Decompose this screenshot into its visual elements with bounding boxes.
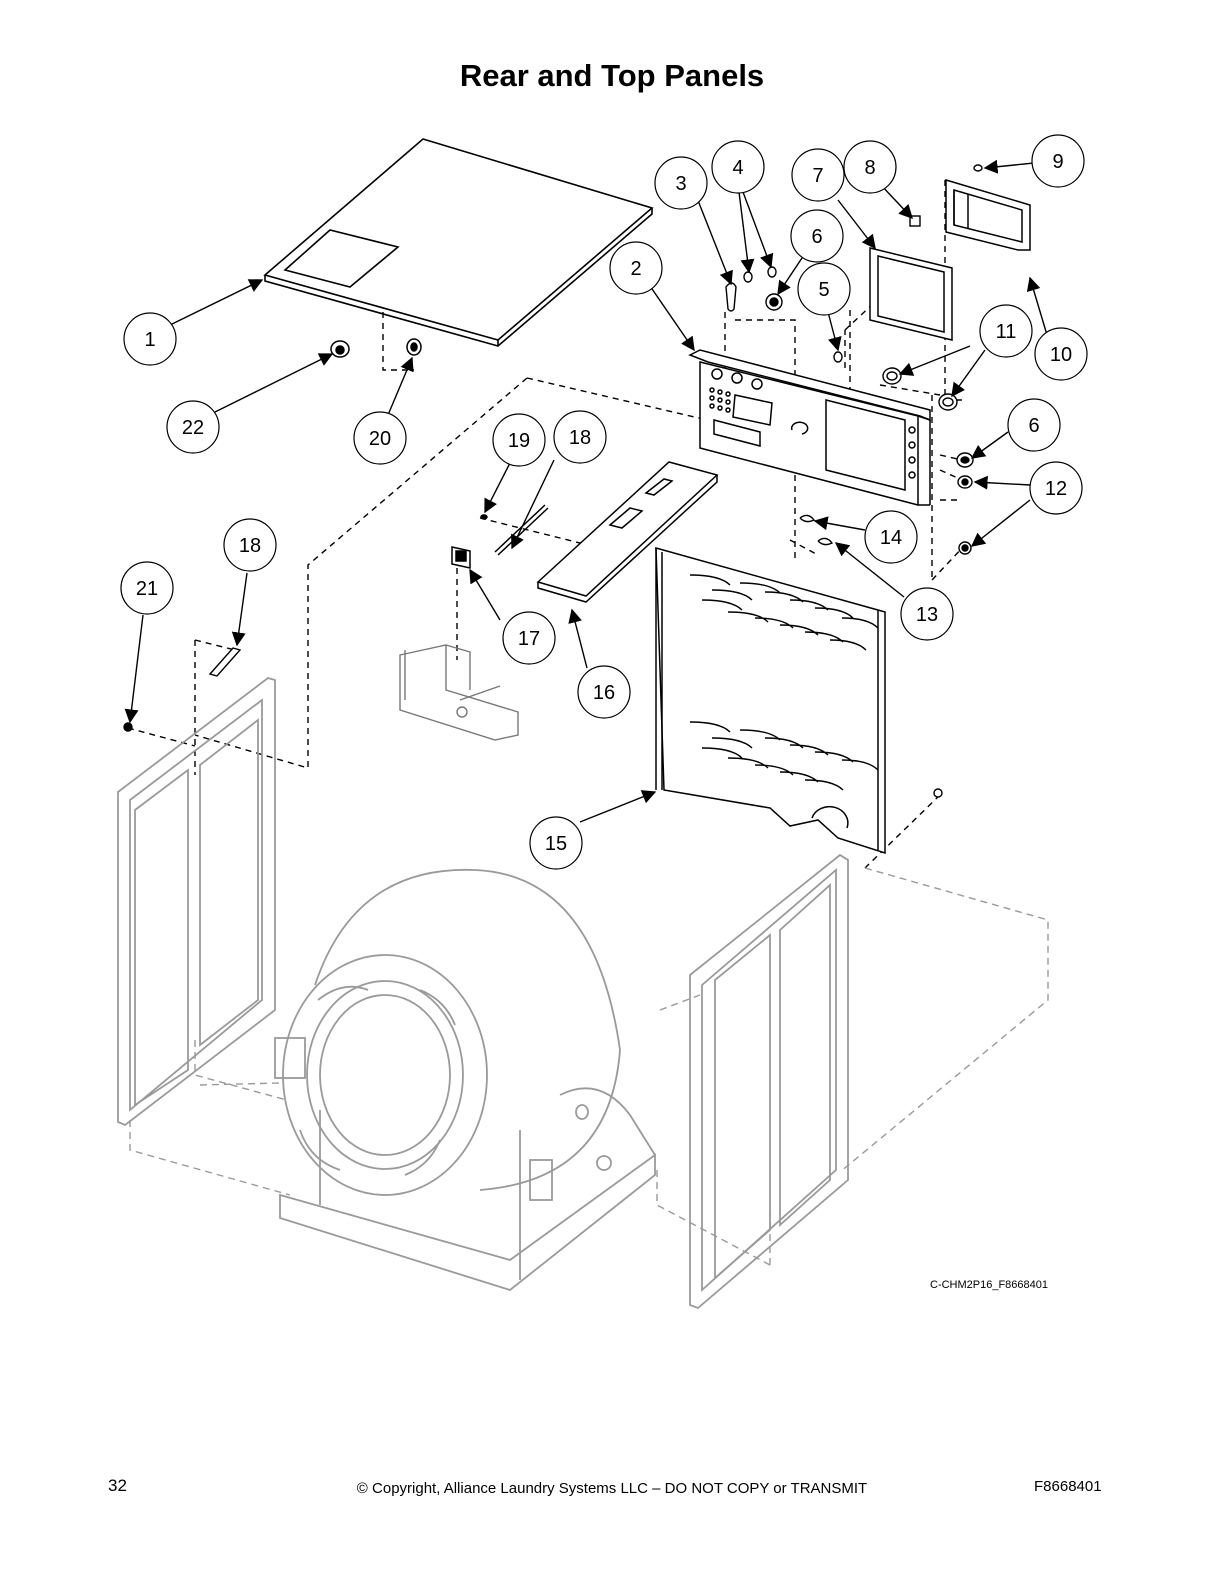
callout-circle <box>502 611 556 665</box>
callout-2: 2 <box>609 241 663 295</box>
callout-circle <box>123 312 177 366</box>
callout-circle <box>1029 461 1083 515</box>
callout-number: 17 <box>518 628 540 650</box>
callout-21: 21 <box>120 561 174 615</box>
callout-circle <box>553 410 607 464</box>
callout-14: 14 <box>864 510 918 564</box>
callout-circle <box>1034 327 1088 381</box>
callout-13: 13 <box>900 587 954 641</box>
callout-number: 12 <box>1045 478 1067 500</box>
callout-18: 18 <box>553 410 607 464</box>
ghost-assembly-lines <box>129 867 1049 1266</box>
callout-circle <box>577 665 631 719</box>
callout-number: 18 <box>569 427 591 449</box>
callout-circle <box>864 510 918 564</box>
callout-18: 18 <box>223 518 277 572</box>
callout-circle <box>900 587 954 641</box>
callout-number: 7 <box>812 165 823 187</box>
door-frame-10 <box>945 178 1031 251</box>
callout-11: 11 <box>979 304 1033 358</box>
callout-number: 15 <box>545 833 567 855</box>
callout-6: 6 <box>1007 398 1061 452</box>
figure-id: C-CHM2P16_F8668401 <box>930 1279 1049 1291</box>
callout-circle <box>120 561 174 615</box>
callout-12: 12 <box>1029 461 1083 515</box>
callout-15: 15 <box>529 816 583 870</box>
left-side-panel <box>117 677 276 1127</box>
rod-18-19 <box>480 504 549 556</box>
bracket-support <box>399 644 519 741</box>
callout-22: 22 <box>166 400 220 454</box>
grommet-20 <box>406 338 422 356</box>
page-number: 32 <box>108 1476 127 1495</box>
callout-number: 8 <box>864 157 875 179</box>
callout-9: 9 <box>1031 134 1085 188</box>
callout-16: 16 <box>577 665 631 719</box>
callout-number: 5 <box>818 279 829 301</box>
top-panel <box>263 138 654 347</box>
callout-circle <box>843 140 897 194</box>
callout-number: 4 <box>732 157 743 179</box>
callout-6: 6 <box>790 209 844 263</box>
callout-number: 9 <box>1052 151 1063 173</box>
leader-arrows <box>124 159 1051 823</box>
callout-20: 20 <box>353 411 407 465</box>
callout-number: 6 <box>1028 415 1039 437</box>
callout-number: 10 <box>1050 344 1072 366</box>
callout-number: 14 <box>880 527 902 549</box>
callout-number: 2 <box>630 258 641 280</box>
callout-19: 19 <box>492 413 546 467</box>
callout-circle <box>223 518 277 572</box>
copyright-notice: © Copyright, Alliance Laundry Systems LL… <box>356 1480 868 1497</box>
callout-number: 13 <box>916 604 938 626</box>
callout-circle <box>1031 134 1085 188</box>
drum-assembly <box>274 868 656 1292</box>
callout-7: 7 <box>791 148 845 202</box>
callout-circle <box>609 241 663 295</box>
right-side-panel <box>689 853 849 1310</box>
callout-number: 1 <box>144 329 155 351</box>
small-hardware <box>725 164 983 555</box>
rear-panel-bracket <box>688 349 931 506</box>
callout-number: 22 <box>182 417 204 439</box>
callout-number: 18 <box>239 535 261 557</box>
control-panel-16 <box>536 461 719 603</box>
page-title: Rear and Top Panels <box>459 58 765 93</box>
door-frame-7 <box>869 247 953 341</box>
callout-10: 10 <box>1034 327 1088 381</box>
callout-8: 8 <box>843 140 897 194</box>
callout-5: 5 <box>797 262 851 316</box>
callout-3: 3 <box>654 156 708 210</box>
callout-number: 21 <box>136 578 158 600</box>
callout-number: 11 <box>996 321 1017 343</box>
callout-circle <box>492 413 546 467</box>
callout-circle <box>1007 398 1061 452</box>
callout-1: 1 <box>123 312 177 366</box>
callout-number: 16 <box>593 682 615 704</box>
document-number: F8668401 <box>1034 1478 1102 1495</box>
callout-circle <box>797 262 851 316</box>
callout-number: 20 <box>369 428 391 450</box>
callout-4: 4 <box>711 140 765 194</box>
callout-number: 19 <box>508 430 530 452</box>
screws <box>123 647 943 798</box>
callout-number: 3 <box>675 173 686 195</box>
callout-number: 6 <box>811 226 822 248</box>
callout-circle <box>166 400 220 454</box>
callout-circle <box>529 816 583 870</box>
callout-circle <box>790 209 844 263</box>
callout-17: 17 <box>502 611 556 665</box>
callout-circle <box>654 156 708 210</box>
rear-access-panel <box>655 547 886 855</box>
callout-circle <box>353 411 407 465</box>
callout-circle <box>979 304 1033 358</box>
callout-circle <box>711 140 765 194</box>
callout-circle <box>791 148 845 202</box>
switch-17 <box>451 546 471 569</box>
bumper-22 <box>330 340 350 358</box>
